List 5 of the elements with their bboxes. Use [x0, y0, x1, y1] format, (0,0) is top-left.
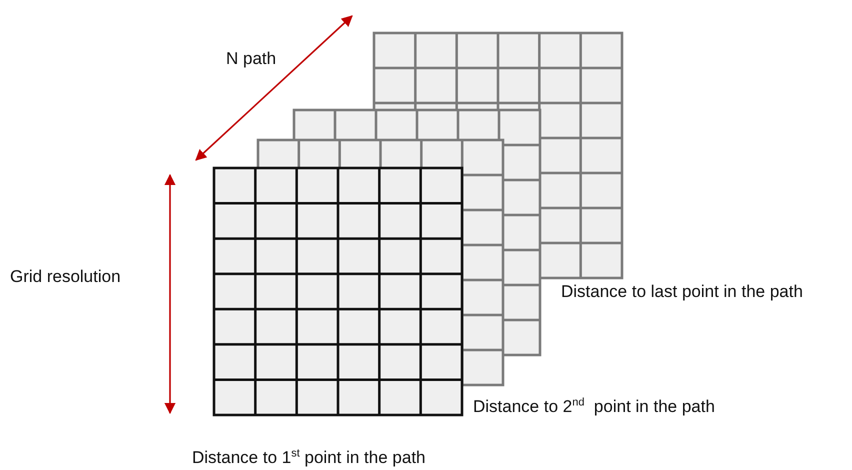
- layer-label: Distance to last point in the path: [561, 282, 803, 302]
- layer-label: Distance to 2$^{nd}$ point in the path: [473, 397, 715, 417]
- layer-label: Distance to 1$^{st}$ point in the path: [192, 448, 426, 468]
- dimension-label: N path: [226, 49, 276, 69]
- dimension-label: Grid resolution: [10, 267, 121, 287]
